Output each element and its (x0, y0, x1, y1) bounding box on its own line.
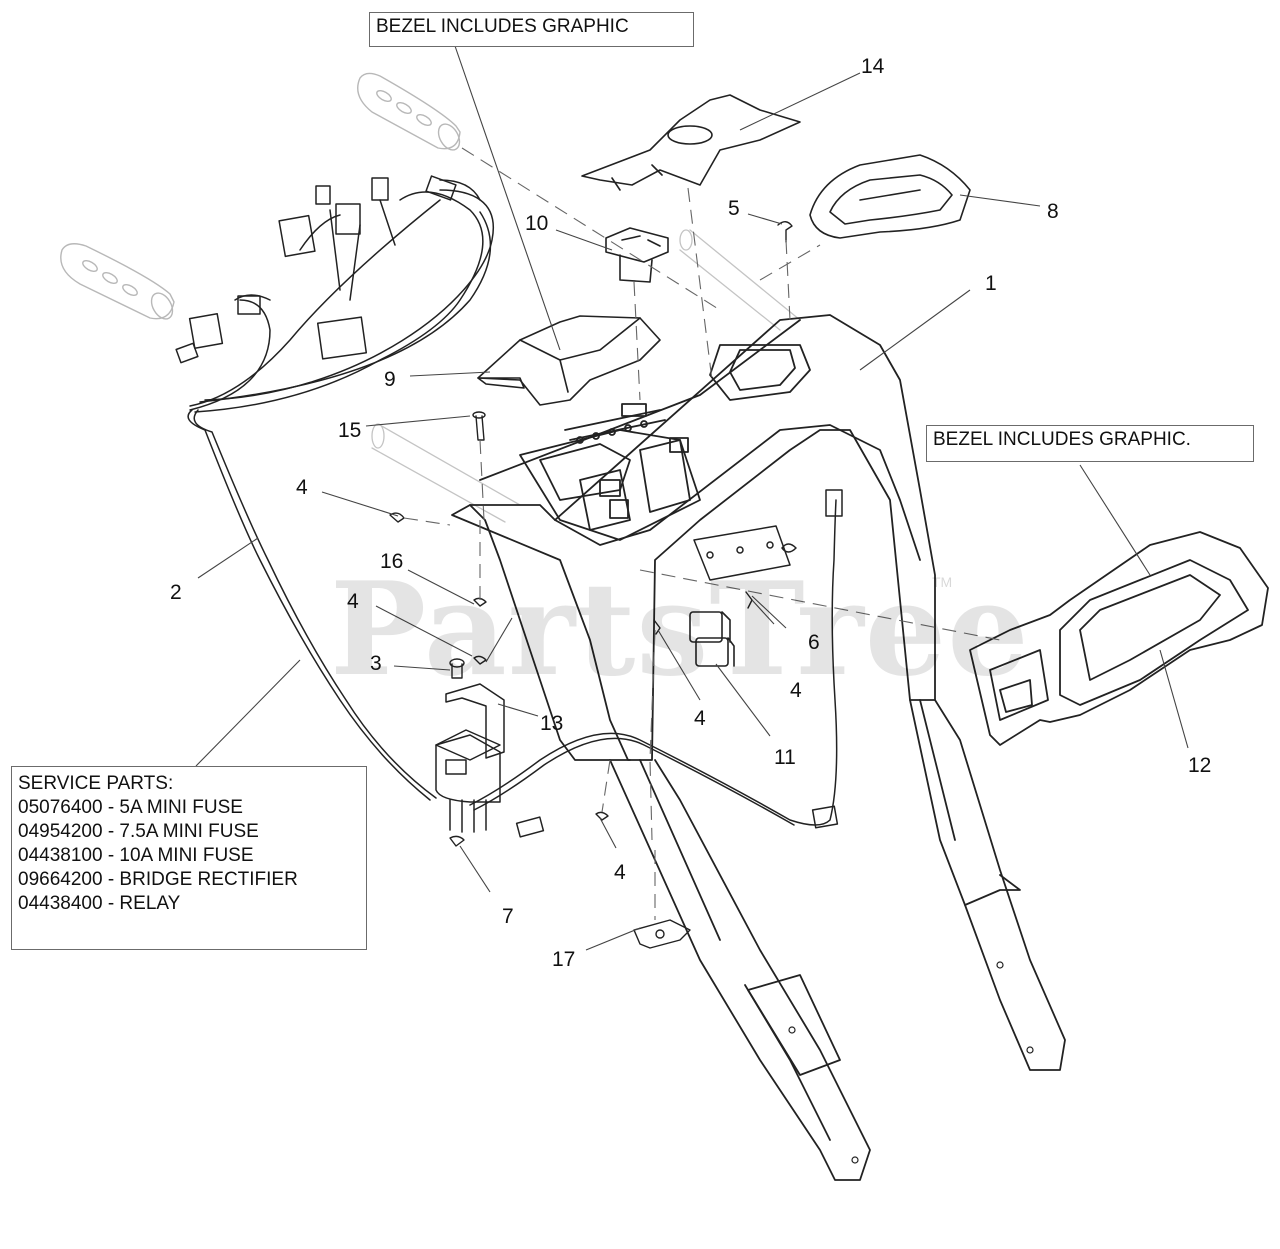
part-label-14: 14 (861, 55, 885, 78)
service-parts-heading: SERVICE PARTS: (18, 773, 174, 794)
rocker-switch (605, 227, 669, 283)
part-label-4e: 4 (614, 861, 626, 884)
part-label-4a: 4 (296, 476, 308, 499)
bezel-callout-top-text: BEZEL INCLUDES GRAPHIC (376, 16, 629, 37)
service-part-item: 04438400 - RELAY (18, 893, 181, 914)
service-part-item: 04438100 - 10A MINI FUSE (18, 845, 254, 866)
bezel-small (809, 154, 971, 239)
fasteners (389, 221, 793, 949)
bezel-callout-top: BEZEL INCLUDES GRAPHIC (369, 12, 694, 47)
leader-lines (195, 45, 1189, 951)
part-label-6: 6 (808, 631, 820, 654)
part-label-7: 7 (502, 905, 514, 928)
top-cover (581, 94, 801, 191)
service-part-item: 04954200 - 7.5A MINI FUSE (18, 821, 259, 842)
harness-connectors (175, 175, 843, 838)
watermark-logo: PartsTree (330, 555, 1030, 705)
service-part-item: 05076400 - 5A MINI FUSE (18, 797, 243, 818)
frame-tubes (609, 699, 1066, 1181)
part-label-11: 11 (774, 746, 796, 769)
part-label-9: 9 (384, 368, 396, 391)
push-buttons (689, 611, 735, 667)
part-label-8: 8 (1047, 200, 1059, 223)
service-part-item: 09664200 - BRIDGE RECTIFIER (18, 869, 298, 890)
mounting-plate (693, 525, 797, 581)
part-label-4d: 4 (694, 707, 706, 730)
left-grip-lower (60, 243, 175, 320)
service-parts-box: SERVICE PARTS: 05076400 - 5A MINI FUSE 0… (11, 766, 367, 950)
relay-block (435, 729, 501, 833)
part-label-4c: 4 (790, 679, 802, 702)
left-grip-upper (357, 72, 461, 151)
wire-harness (187, 179, 838, 826)
ghost-crossbar-tubes (371, 229, 801, 523)
bezel-callout-right: BEZEL INCLUDES GRAPHIC. (926, 425, 1254, 462)
part-label-3: 3 (370, 652, 382, 675)
part-label-16: 16 (380, 550, 403, 573)
part-label-12: 12 (1188, 754, 1211, 777)
part-label-5: 5 (728, 197, 740, 220)
bezel-large (969, 531, 1269, 746)
alignment-dashes (403, 147, 1001, 920)
watermark-trademark: TM (932, 574, 953, 590)
bezel-callout-right-text: BEZEL INCLUDES GRAPHIC. (933, 429, 1191, 450)
part-label-15: 15 (338, 419, 361, 442)
part-label-17: 17 (552, 948, 575, 971)
part-label-13: 13 (540, 712, 563, 735)
part-label-1: 1 (985, 272, 997, 295)
part-label-10: 10 (525, 212, 548, 235)
bezel-center (477, 315, 661, 406)
bracket (445, 683, 505, 759)
part-label-4b: 4 (347, 590, 359, 613)
part-label-2: 2 (170, 581, 182, 604)
console-frame (451, 314, 936, 761)
frame-holes (788, 961, 1034, 1164)
